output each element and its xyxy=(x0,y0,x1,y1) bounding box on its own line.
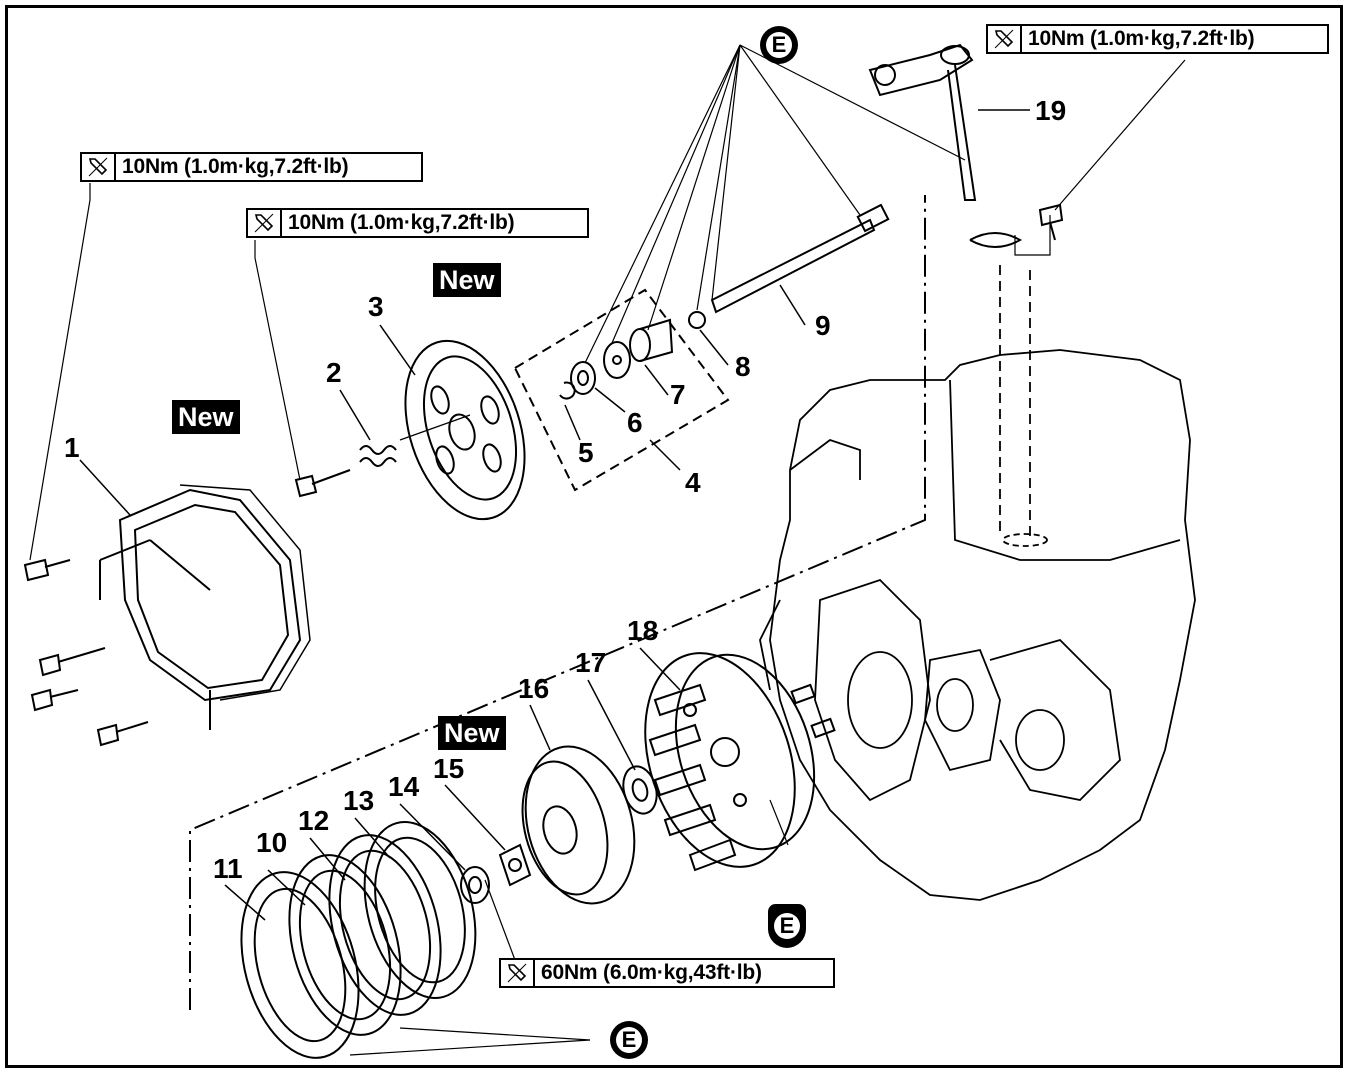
engine-oil-icon-top: E xyxy=(760,26,798,64)
wrench-torque-icon xyxy=(988,26,1022,52)
cover-bolts xyxy=(23,558,149,747)
part-18-clutch-housing xyxy=(644,652,816,872)
part-4-group-bracket xyxy=(514,288,730,492)
part-label-9: 9 xyxy=(815,310,831,341)
part-13-friction-plate xyxy=(363,821,477,999)
part-label-5: 5 xyxy=(578,437,594,468)
part-number-labels: 1 2 3 4 5 6 7 8 9 10 11 12 13 14 15 16 1… xyxy=(64,95,1066,884)
part-label-14: 14 xyxy=(388,771,420,802)
torque-spec-cover-bolts: 10Nm (1.0m·kg,7.2ft·lb) xyxy=(80,152,423,182)
alignment-axis xyxy=(189,195,926,1010)
new-tag-circlip: New xyxy=(433,263,501,297)
part-label-18: 18 xyxy=(627,615,658,646)
part-19-push-lever-shaft xyxy=(868,43,977,201)
oil-leaders-top xyxy=(584,44,966,364)
part-label-11: 11 xyxy=(213,853,243,884)
part-7-bearing-cage xyxy=(603,341,631,379)
part-label-16: 16 xyxy=(518,673,549,704)
part-11-clutch-plate xyxy=(240,871,360,1059)
part-label-4: 4 xyxy=(685,467,701,498)
new-tag-gasket: New xyxy=(172,400,240,434)
new-tag-lock-washer: New xyxy=(438,716,506,750)
part-15-lock-washer xyxy=(498,843,532,887)
part-label-7: 7 xyxy=(670,379,686,410)
part-1-clutch-cover xyxy=(99,488,302,730)
part-6-bearing xyxy=(570,361,596,395)
part-14-nut xyxy=(460,866,490,904)
part-label-6: 6 xyxy=(627,407,643,438)
oil-leaders-bottom xyxy=(349,1027,591,1056)
dowel-pins xyxy=(790,683,836,739)
diagram-frame xyxy=(5,5,1343,1068)
part-16-clutch-boss xyxy=(521,745,636,905)
wrench-torque-icon xyxy=(248,210,282,236)
part-label-leaders xyxy=(79,109,1030,921)
part-17-thrust-washer xyxy=(622,765,658,815)
part-label-2: 2 xyxy=(326,357,342,388)
part-label-17: 17 xyxy=(575,647,606,678)
lever-bolt xyxy=(969,203,1064,248)
part-2-spring-bolt xyxy=(294,414,471,498)
part-label-3: 3 xyxy=(368,291,384,322)
part-3-pressure-plate xyxy=(404,339,526,521)
part-8-ball xyxy=(688,311,706,329)
torque-spec-spring-bolts: 10Nm (1.0m·kg,7.2ft·lb) xyxy=(246,208,589,238)
part-label-12: 12 xyxy=(298,805,329,836)
part-label-15: 15 xyxy=(433,753,464,784)
cover-gasket xyxy=(179,484,311,701)
part-7-push-rod-end xyxy=(629,318,674,362)
part-label-8: 8 xyxy=(735,351,751,382)
torque-spec-lever-bolt: 10Nm (1.0m·kg,7.2ft·lb) xyxy=(986,24,1329,54)
torque-value: 60Nm (6.0m·kg,43ft·lb) xyxy=(541,961,762,984)
part-10-friction-plate xyxy=(288,854,402,1036)
torque-value: 10Nm (1.0m·kg,7.2ft·lb) xyxy=(288,211,515,234)
engine-oil-icon-housing: E xyxy=(768,904,806,948)
part-label-10: 10 xyxy=(256,827,287,858)
part-label-13: 13 xyxy=(343,785,374,816)
part-label-1: 1 xyxy=(64,432,80,463)
part-label-19: 19 xyxy=(1035,95,1066,126)
part-9-push-rod xyxy=(710,203,890,314)
engine-oil-icon-plates: E xyxy=(610,1021,648,1059)
part-5-circlip xyxy=(559,381,576,400)
torque-value: 10Nm (1.0m·kg,7.2ft·lb) xyxy=(1028,27,1255,50)
torque-value: 10Nm (1.0m·kg,7.2ft·lb) xyxy=(122,155,349,178)
engine-crankcase xyxy=(759,265,1196,901)
wrench-torque-icon xyxy=(82,154,116,180)
wrench-torque-icon xyxy=(501,960,535,986)
torque-spec-clutch-nut: 60Nm (6.0m·kg,43ft·lb) xyxy=(499,958,835,988)
